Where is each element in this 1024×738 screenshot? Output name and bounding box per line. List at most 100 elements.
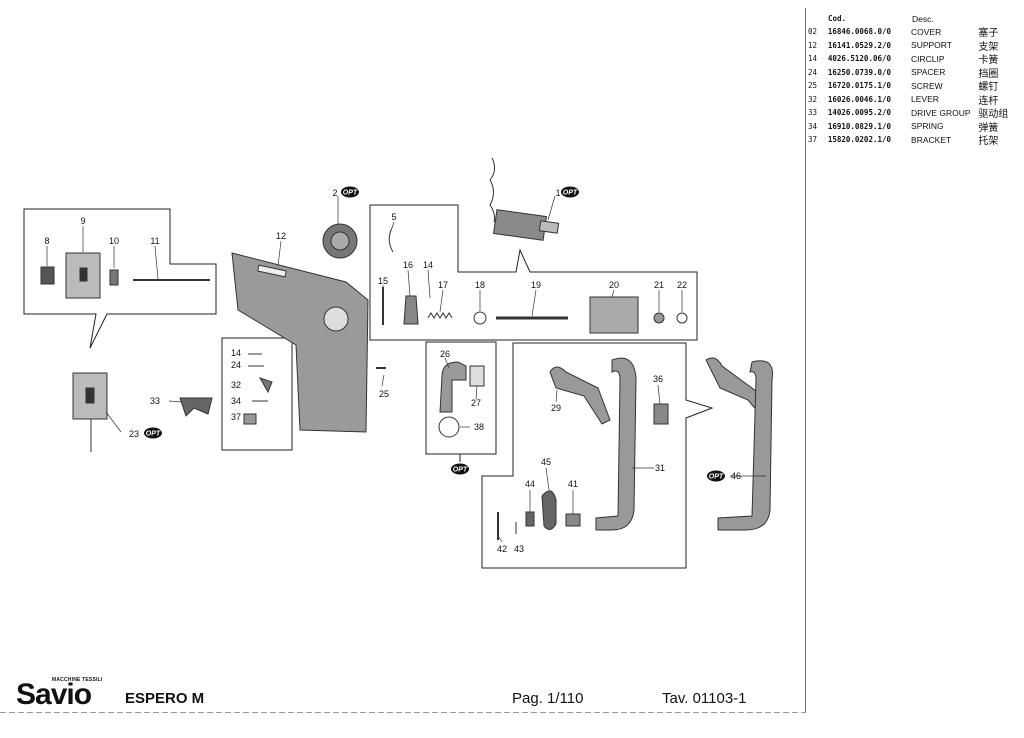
callout-25: 25	[379, 389, 389, 399]
part-description-cn: 托架	[978, 136, 999, 148]
part-description-cn: 支架	[978, 41, 999, 53]
part-description: CIRCLIP	[911, 53, 945, 64]
detail-frame-left	[23, 208, 217, 349]
opt-label: OPT	[453, 467, 468, 474]
model-name: ESPERO M	[125, 690, 205, 707]
table-row: 02 16846.0068.0/0 COVER 塞子	[806, 25, 1022, 40]
callout-36: 36	[653, 374, 663, 384]
savio-logo: MACCHINE TESSILI Savio	[16, 677, 102, 711]
opt-label: OPT	[146, 431, 161, 438]
detail-frame-hose	[425, 341, 497, 455]
callout-18: 18	[475, 280, 485, 290]
callout-31: 31	[655, 463, 665, 473]
table-header: Cod. Desc.	[806, 14, 1022, 25]
opt-label: OPT	[563, 190, 578, 197]
part-description: SPRING	[911, 121, 944, 132]
callout-29: 29	[551, 403, 561, 413]
opt-badge: OPT	[561, 186, 579, 198]
page-number: Pag. 1/110	[512, 690, 584, 707]
item-number: 34	[808, 121, 818, 131]
part-description-cn: 驱动组	[978, 109, 1009, 121]
opt-badge: OPT	[707, 470, 725, 482]
callout-5: 5	[391, 212, 396, 222]
callout-14: 14	[231, 348, 241, 358]
callout-21: 21	[654, 280, 664, 290]
opt-label: OPT	[343, 190, 358, 197]
table-number: Tav. 01103-1	[662, 690, 747, 707]
callout-1: 1	[555, 188, 560, 198]
callout-22: 22	[677, 280, 687, 290]
part-code: 16250.0739.0/0	[827, 67, 892, 77]
item-number: 12	[808, 40, 818, 50]
opt-badges: OPT OPT OPT OPT OPT	[144, 186, 725, 482]
cap-part	[322, 223, 358, 259]
callout-14: 14	[423, 260, 433, 270]
detail-frame-lever	[221, 337, 293, 451]
callout-33: 33	[150, 396, 160, 406]
part-8	[40, 266, 55, 285]
part-description: SCREW	[911, 80, 943, 91]
callout-32: 32	[231, 380, 241, 390]
callout-17: 17	[438, 280, 448, 290]
callout-24: 24	[231, 360, 241, 370]
callout-46: 46	[731, 471, 741, 481]
callout-2: 2	[332, 188, 337, 198]
callout-15: 15	[378, 276, 388, 286]
part-description: LEVER	[911, 94, 939, 105]
item-number: 02	[808, 27, 818, 37]
item-number: 24	[808, 67, 818, 77]
part-code: 16846.0068.0/0	[827, 27, 892, 37]
logo-tagline: MACCHINE TESSILI	[52, 677, 103, 683]
part-description: SUPPORT	[911, 40, 952, 51]
callout-38: 38	[474, 422, 484, 432]
part-description: COVER	[911, 26, 942, 37]
callout-43: 43	[514, 544, 524, 554]
support-body-part	[231, 252, 369, 433]
table-row: 24 16250.0739.0/0 SPACER 挡圈	[806, 66, 1022, 80]
table-row: 34 16910.0829.1/0 SPRING 弹簧	[806, 120, 1022, 134]
part-10	[109, 269, 119, 286]
callout-11: 11	[150, 236, 159, 246]
detail-frame-lower	[481, 342, 714, 569]
callout-45: 45	[541, 457, 551, 467]
footer-divider	[0, 712, 806, 713]
item-number: 14	[808, 54, 818, 64]
callout-42: 42	[497, 544, 507, 554]
part-description-cn: 弹簧	[978, 122, 999, 134]
callout-37: 37	[231, 412, 241, 422]
part-code: 16026.0046.1/0	[827, 94, 892, 104]
callout-19: 19	[531, 280, 541, 290]
item-number: 37	[808, 135, 818, 145]
callout-44: 44	[525, 479, 535, 489]
header-desc: Desc.	[912, 14, 934, 24]
logo-wordmark: Savio	[16, 678, 92, 711]
part-code: 16720.0175.1/0	[827, 81, 892, 91]
part-code: 16910.0829.1/0	[827, 121, 892, 131]
callout-9: 9	[80, 216, 85, 226]
item-number: 33	[808, 108, 818, 118]
leader-lines	[46, 195, 766, 543]
part-code: 4026.5120.06/0	[827, 54, 892, 64]
part-code: 14026.0095.2/0	[827, 108, 892, 118]
callout-12: 12	[276, 231, 286, 241]
part-description: SPACER	[911, 67, 946, 78]
part-description-cn: 挡圈	[978, 68, 999, 80]
table-row: 32 16026.0046.1/0 LEVER 连杆	[806, 93, 1022, 107]
callout-34: 34	[231, 396, 241, 406]
item-number: 25	[808, 81, 818, 91]
part-description: BRACKET	[911, 134, 952, 145]
part-description-cn: 连杆	[978, 95, 999, 107]
callout-10: 10	[109, 236, 119, 246]
cylinder-part	[489, 157, 560, 241]
opt-badge: OPT	[451, 463, 469, 475]
opt-label: OPT	[709, 474, 724, 481]
item-number: 32	[808, 94, 818, 104]
opt-badge: OPT	[144, 427, 162, 439]
part-description-cn: 塞子	[978, 28, 999, 40]
